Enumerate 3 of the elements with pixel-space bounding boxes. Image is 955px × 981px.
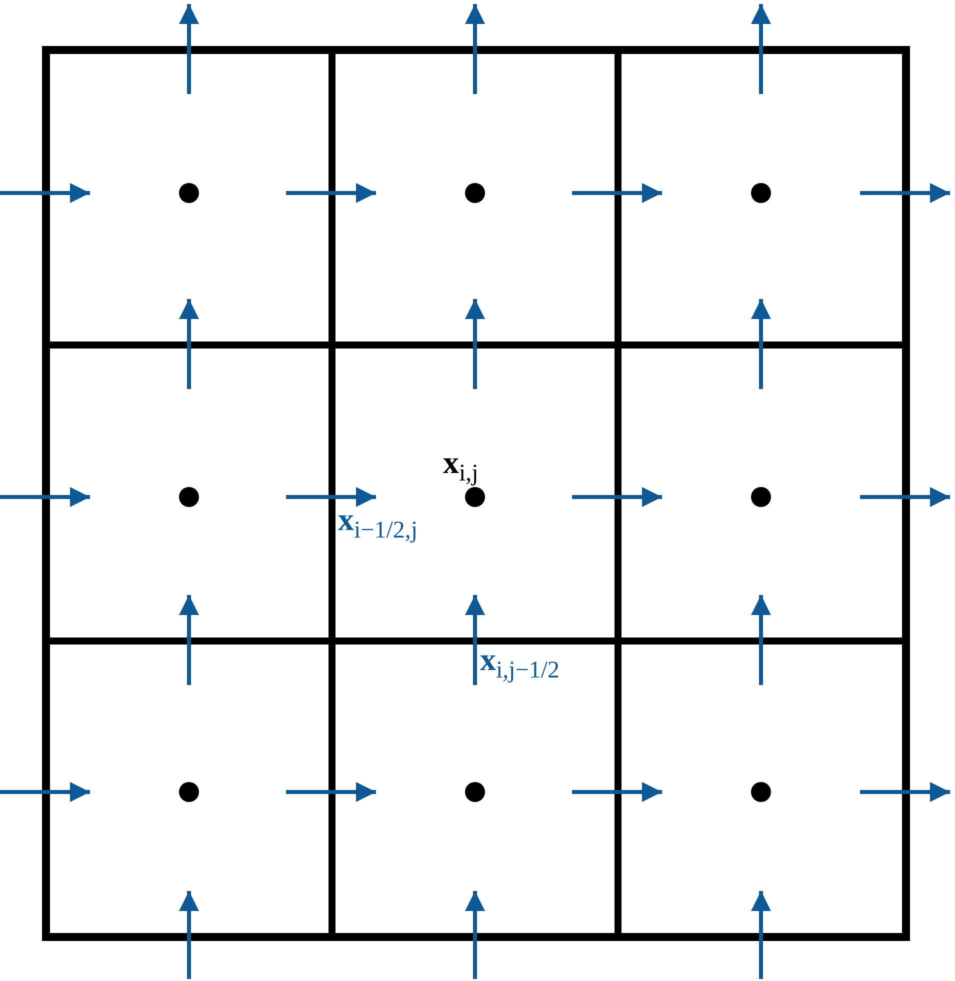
- face-label: x$_{i,j−1/2}$: [480, 643, 560, 682]
- face-label: x$_{i−1/2,j}$: [338, 503, 418, 542]
- point-label: x$_{i,j}$: [443, 446, 478, 486]
